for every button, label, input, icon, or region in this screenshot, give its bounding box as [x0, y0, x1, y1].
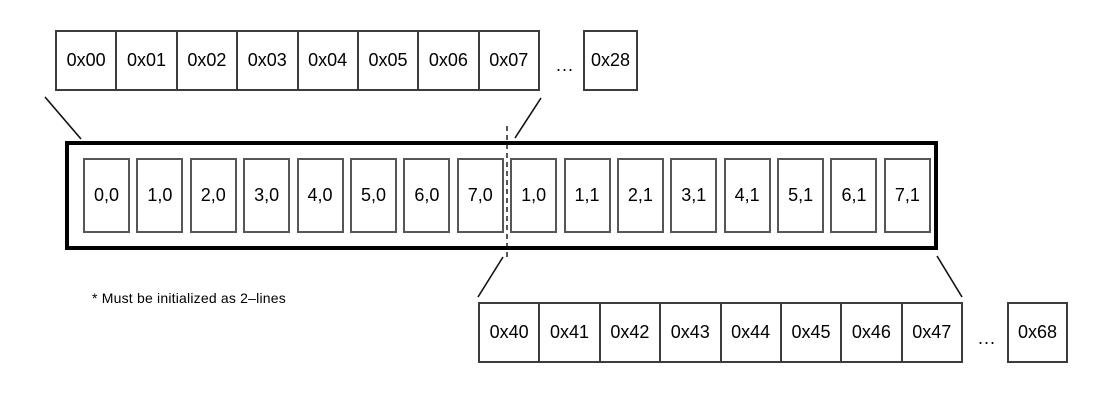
- footnote-text: * Must be initialized as 2–lines: [92, 290, 286, 306]
- address-cell: 0x05: [359, 32, 420, 89]
- cache-slot-cell: 2,1: [616, 158, 664, 233]
- address-cell: 0x44: [722, 304, 782, 361]
- cache-slot-cell: 2,0: [189, 158, 237, 233]
- address-cell: 0x04: [299, 32, 359, 89]
- address-cell: 0x06: [419, 32, 480, 89]
- cache-slot-cell: 7,0: [456, 158, 504, 233]
- address-cell: 0x03: [238, 32, 299, 89]
- cache-slot-cell: 5,0: [349, 158, 397, 233]
- cache-slot-cell: 3,1: [670, 158, 718, 233]
- connector-bottom-left-line: [477, 256, 504, 298]
- address-cell: 0x02: [178, 32, 239, 89]
- cache-slot-cell: 7,1: [883, 158, 931, 233]
- bottom-ellipsis: ...: [977, 328, 996, 348]
- cache-slot-cell: 0,0: [83, 158, 130, 233]
- address-cell: 0x46: [842, 304, 903, 361]
- top-ellipsis: ...: [555, 55, 574, 75]
- connector-top-left-line: [44, 96, 82, 140]
- cache-slot-cell: 6,0: [403, 158, 451, 233]
- connector-top-right-line: [514, 97, 542, 139]
- cache-slot-cell: 1,0: [136, 158, 184, 233]
- address-cell: 0x41: [540, 304, 601, 361]
- address-cell: 0x40: [480, 304, 541, 361]
- bottom-tail-address-cell: 0x68: [1007, 302, 1068, 363]
- address-cell: 0x43: [661, 304, 722, 361]
- address-cell: 0x00: [57, 32, 118, 89]
- address-cell: 0x42: [601, 304, 662, 361]
- cache-slot-cell: 3,0: [243, 158, 291, 233]
- top-tail-address-cell: 0x28: [583, 30, 638, 91]
- address-cell: 0x01: [117, 32, 178, 89]
- address-cell: 0x07: [489, 50, 529, 70]
- cache-slot-cell: 4,0: [296, 158, 344, 233]
- connector-bottom-right-line: [936, 255, 963, 298]
- address-cell: 0x47: [912, 322, 952, 342]
- cache-slot-cell: 6,1: [830, 158, 878, 233]
- address-cell: 0x45: [782, 304, 843, 361]
- cache-slot-cell: 1,0: [510, 158, 558, 233]
- cache-slot-cell: 4,1: [723, 158, 771, 233]
- cache-slot-cell: 5,1: [777, 158, 825, 233]
- cache-slot-cell: 1,1: [563, 158, 611, 233]
